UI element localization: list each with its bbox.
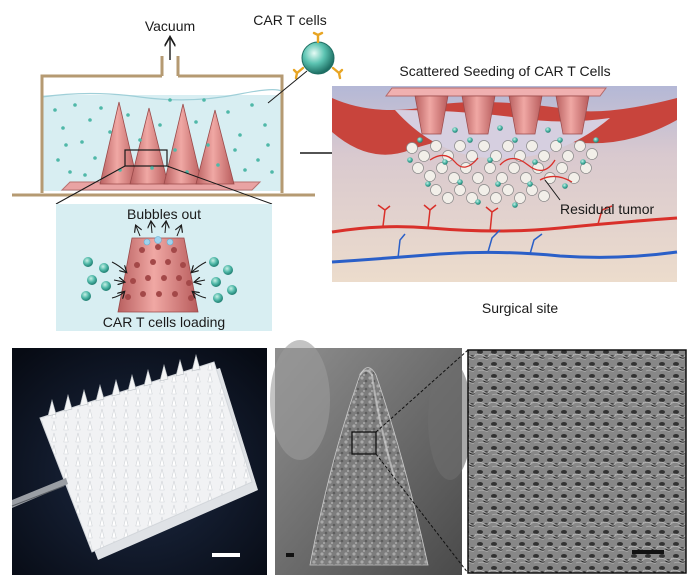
cone-zoom (117, 237, 199, 313)
patch-surface (39, 361, 253, 553)
cone-pores (125, 244, 194, 301)
zoom-line (55, 165, 126, 205)
loading-label: CAR T cells loading (103, 314, 225, 330)
porous-surface (467, 349, 687, 574)
loading-arrows (111, 261, 207, 298)
car-t-cell-icon: CAR T cells (253, 12, 344, 104)
microneedle-cone (163, 103, 203, 185)
inserted-needles (414, 95, 590, 135)
vein (331, 250, 678, 264)
vacuum-label: Vacuum (145, 18, 195, 34)
scale-bar (212, 553, 240, 557)
liquid-surface (41, 89, 284, 101)
microneedle-cone (129, 107, 169, 185)
bubbles (143, 236, 174, 246)
vacuum-tube (160, 56, 180, 76)
zoom-line (166, 165, 273, 205)
bubble-arrows (136, 222, 181, 237)
artery-branches (377, 204, 613, 233)
zoom-line (375, 453, 469, 574)
zoom-line (375, 349, 469, 433)
surgical-site-diagram: Scattered Seeding of CAR T Cells (331, 63, 678, 316)
microneedle-cone (195, 109, 235, 185)
loading-inset: Bubbles out CAR T cells loading (56, 204, 272, 331)
vein-branches (397, 229, 543, 259)
patch-top (385, 87, 607, 97)
sem-porous-photo (467, 349, 687, 574)
zoom-box (124, 149, 168, 167)
artery (331, 216, 678, 234)
chamber-cells (53, 98, 274, 177)
tumor-pointer (544, 179, 561, 201)
scale-bar (632, 550, 664, 554)
seeding-title: Scattered Seeding of CAR T Cells (399, 63, 610, 79)
car-t-label: CAR T cells (253, 12, 326, 28)
edge-needles (47, 353, 201, 417)
pointer-line (267, 70, 308, 104)
microneedle-cone (99, 101, 139, 185)
vacuum-chamber-diagram: Vacuum (12, 18, 315, 205)
patch-photo (11, 348, 267, 575)
site-label: Surgical site (482, 300, 558, 316)
seeded-car-t-cells (407, 125, 599, 208)
bubbles-label: Bubbles out (127, 206, 201, 222)
sem-needle-photo (270, 340, 472, 575)
sem-needle (309, 367, 429, 566)
loading-cells (81, 257, 237, 303)
scale-bar (286, 553, 294, 557)
tumor-label: Residual tumor (560, 201, 654, 217)
tumor-capillaries (429, 154, 573, 183)
chamber-wall (40, 74, 284, 193)
sem-zoom-box (351, 431, 377, 455)
